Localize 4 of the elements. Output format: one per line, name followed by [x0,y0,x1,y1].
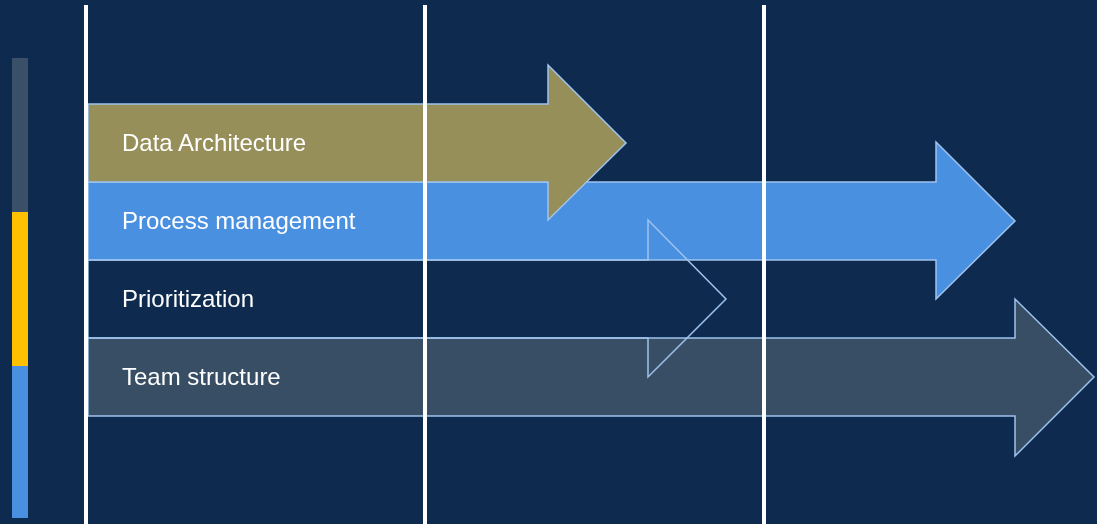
arrow-label: Team structure [122,363,281,391]
arrow-label: Data Architecture [122,129,307,157]
arrow-label: Process management [122,207,356,235]
arrow-label: Prioritization [122,285,255,313]
